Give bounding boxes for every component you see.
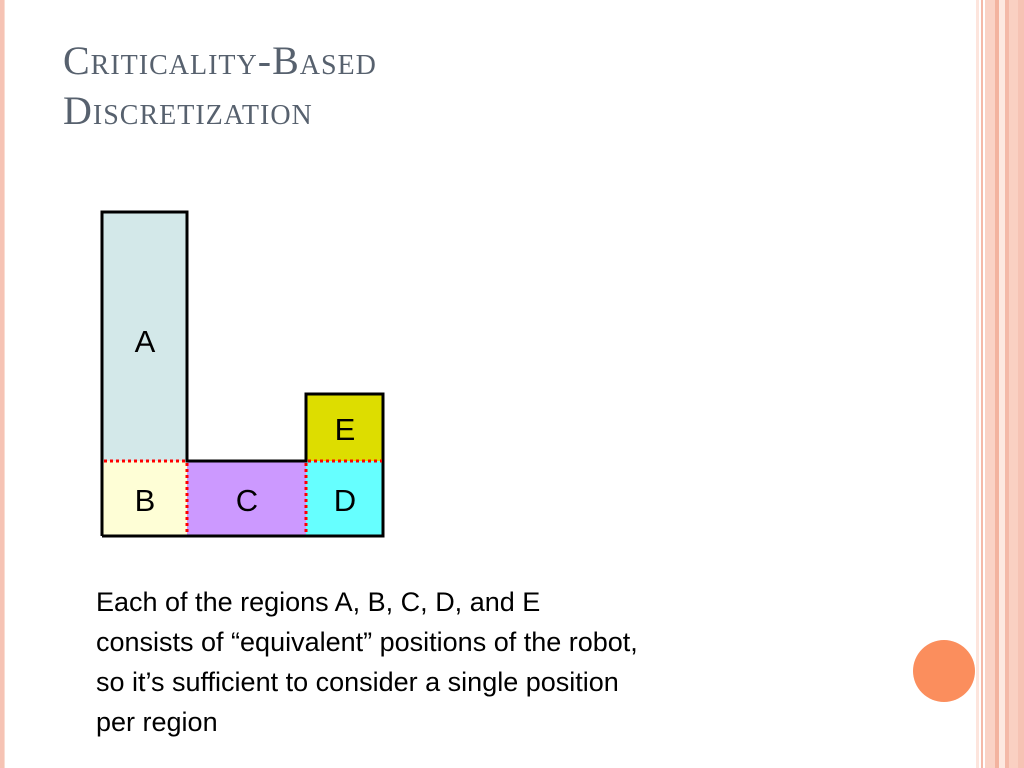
- region-d: [306, 461, 383, 536]
- label-e: E: [335, 412, 356, 447]
- caption-line-4: per region: [96, 707, 218, 737]
- region-b: [102, 461, 187, 536]
- label-c: C: [236, 483, 258, 518]
- label-b: B: [135, 483, 156, 518]
- label-a: A: [135, 324, 156, 359]
- caption-line-1: Each of the regions A, B, C, D, and E: [96, 587, 541, 617]
- region-e: [306, 394, 383, 461]
- workspace-boundary: [100, 210, 385, 538]
- frame-left-inner-stripe: [4, 0, 5, 768]
- caption-line-2: consists of “equivalent” positions of th…: [96, 627, 638, 657]
- slide-title: Criticality-Based Discretization: [63, 36, 377, 136]
- caption-line-3: so it’s sufficient to consider a single …: [96, 667, 619, 697]
- accent-circle: [913, 640, 975, 702]
- right-frame-stripes: [976, 0, 1024, 768]
- caption-text: Each of the regions A, B, C, D, and E co…: [96, 582, 796, 742]
- region-c: [187, 461, 306, 536]
- region-diagram: A B C D E: [100, 210, 385, 538]
- label-d: D: [334, 483, 356, 518]
- region-a: [102, 212, 187, 461]
- title-line-2: Discretization: [63, 88, 313, 133]
- title-line-1: Criticality-Based: [63, 38, 377, 83]
- frame-left-stripe: [0, 0, 4, 768]
